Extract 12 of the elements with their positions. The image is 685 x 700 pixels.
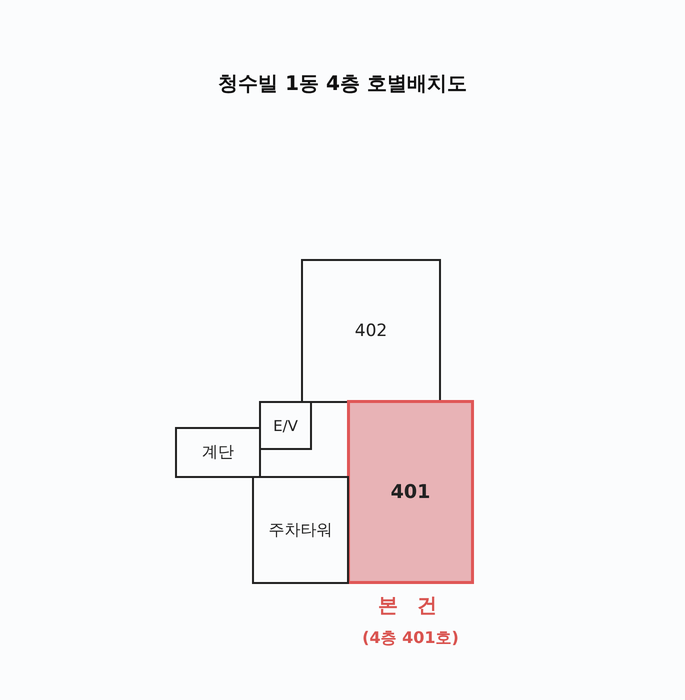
room-label: 402	[354, 321, 388, 341]
room-box	[259, 401, 312, 450]
room-label: E/V	[273, 416, 298, 434]
highlighted-unit-box	[347, 400, 474, 584]
room-box	[252, 476, 349, 584]
room-label: 401	[390, 481, 430, 503]
room-label: 주차타워	[268, 520, 332, 540]
room-box	[175, 427, 261, 478]
unit-caption: 본 건	[377, 592, 444, 619]
room-label: 계단	[202, 442, 234, 463]
unit-caption: (4층 401호)	[361, 628, 460, 649]
diagram-title: 청수빌 1동 4층 호별배치도	[217, 70, 468, 97]
